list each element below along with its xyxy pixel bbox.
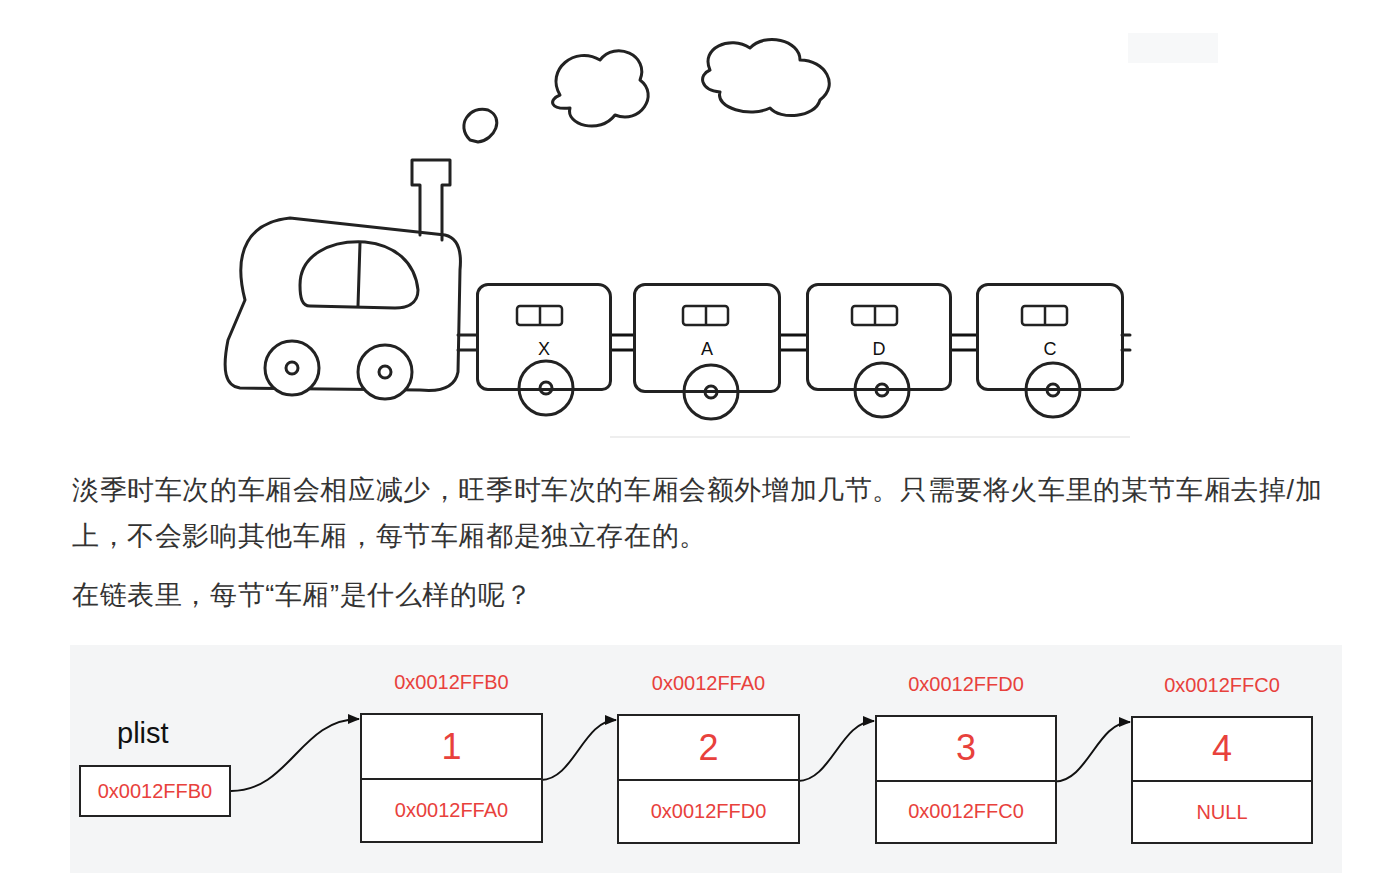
wheel <box>358 345 412 399</box>
data-field: 4 <box>1133 718 1311 780</box>
next-address: 0x0012FFA0 <box>395 799 508 822</box>
data-value: 1 <box>441 726 461 768</box>
window-bar <box>705 306 708 325</box>
chimney <box>412 160 450 240</box>
wheel-hub <box>540 382 552 394</box>
next-address: NULL <box>1196 801 1247 824</box>
car-window <box>1022 306 1067 325</box>
list-node-box: 0x0012FFD030x0012FFC0 <box>875 715 1057 844</box>
locomotive-body <box>225 218 460 390</box>
locomotive-window <box>300 242 418 308</box>
body-paragraph: 淡季时车次的车厢会相应减少，旺季时车次的车厢会额外增加几节。只需要将火车里的某节… <box>72 467 1347 559</box>
data-field: 3 <box>877 717 1055 780</box>
list-node-box: 0x0012FFC04NULL <box>1131 716 1313 844</box>
node-address: 0x0012FFB0 <box>342 671 561 694</box>
car-coupling <box>612 335 633 350</box>
smoke-cloud <box>703 39 830 115</box>
smoke-cloud <box>553 51 649 126</box>
car-letter: C <box>1044 338 1057 360</box>
train-car: X <box>476 283 612 391</box>
next-address: 0x0012FFC0 <box>908 800 1024 823</box>
car-coupling <box>781 335 806 350</box>
pointer-arrow <box>798 721 874 781</box>
pointer-arrow <box>231 719 359 791</box>
body-paragraph: 在链表里，每节“车厢”是什么样的呢？ <box>72 572 1347 618</box>
address-value: 0x0012FFB0 <box>98 780 213 803</box>
wheel <box>519 361 573 415</box>
node-address: 0x0012FFC0 <box>1113 674 1331 697</box>
window-bar <box>358 243 360 306</box>
pointer-variable-box: plist0x0012FFB0 <box>79 765 231 817</box>
next-pointer-field: 0x0012FFC0 <box>877 780 1055 843</box>
next-pointer-field: NULL <box>1133 780 1311 842</box>
window-bar <box>539 306 542 325</box>
next-pointer-field: 0x0012FFD0 <box>619 779 798 842</box>
window-bar <box>874 306 877 325</box>
list-node-box: 0x0012FFB010x0012FFA0 <box>360 713 543 843</box>
data-value: 3 <box>956 727 976 769</box>
data-value: 2 <box>698 727 718 769</box>
data-field: 1 <box>362 715 541 778</box>
car-window <box>517 306 562 325</box>
pointer-arrow <box>541 720 616 780</box>
car-window <box>852 306 897 325</box>
variable-name: plist <box>117 717 169 750</box>
next-pointer-field: 0x0012FFA0 <box>362 778 541 841</box>
wheel <box>265 341 319 395</box>
data-value: 4 <box>1212 728 1232 770</box>
train-car: C <box>976 283 1124 391</box>
window-bar <box>1044 306 1047 325</box>
car-window <box>683 306 728 325</box>
faint-patch <box>1128 33 1218 63</box>
smoke-puff <box>464 109 497 142</box>
list-node-box: 0x0012FFA020x0012FFD0 <box>617 714 800 844</box>
car-letter: A <box>701 338 713 360</box>
next-address: 0x0012FFD0 <box>651 800 767 823</box>
wheel-hub <box>379 366 391 378</box>
diagram-ground <box>70 645 1342 873</box>
node-address: 0x0012FFD0 <box>857 673 1075 696</box>
pointer-arrow <box>1055 722 1130 782</box>
data-field: 2 <box>619 716 798 779</box>
car-letter: D <box>873 338 886 360</box>
train-car: A <box>633 283 781 393</box>
coupling <box>458 335 476 350</box>
car-letter: X <box>538 338 550 360</box>
car-coupling <box>952 335 976 350</box>
ground-line <box>610 436 1130 438</box>
node-address: 0x0012FFA0 <box>599 672 818 695</box>
train-car: D <box>806 283 952 391</box>
wheel-hub <box>286 362 298 374</box>
